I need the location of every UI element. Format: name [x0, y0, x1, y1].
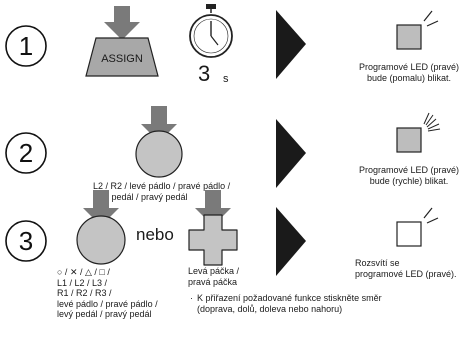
- assign-button-label: ASSIGN: [101, 53, 143, 65]
- step-number-2: 2: [18, 138, 34, 168]
- connector-text: nebo: [136, 225, 174, 244]
- duration-unit: s: [223, 73, 229, 85]
- step-2-result: Programové LED (pravé) bude (rychle) bli…: [358, 165, 460, 186]
- step-1-result: Programové LED (pravé) bude (pomalu) bli…: [358, 62, 460, 83]
- step-number-3: 3: [18, 226, 34, 256]
- direction-note: K přiřazení požadované funkce stiskněte …: [197, 293, 382, 314]
- step-3-inputs: ○ / ✕ / △ / □ / L1 / L2 / L3 / R1 / R2 /…: [57, 267, 158, 319]
- duration-value: 3: [198, 61, 211, 86]
- step-number-1: 1: [18, 31, 34, 61]
- step-3-result: Rozsvítí se programové LED (pravé).: [355, 258, 457, 279]
- stick-label: Levá páčka / pravá páčka: [188, 266, 240, 287]
- note-bullet: ·: [190, 293, 193, 303]
